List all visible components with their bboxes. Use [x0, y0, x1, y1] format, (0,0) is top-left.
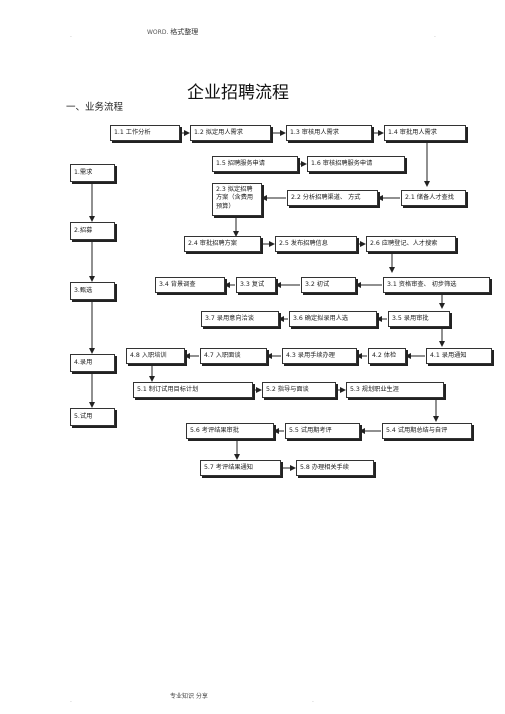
step-box-4-1: 4.1 录用通知	[426, 348, 492, 364]
step-box-5-7: 5.7 考评结果通知	[200, 460, 281, 476]
stage-label: 4.录用	[74, 358, 93, 366]
step-label: 5.2 指导与面谈	[266, 385, 309, 393]
step-box-2-1: 2.1 储备人才查找	[401, 190, 466, 206]
step-box-3-2: 3.2 初试	[301, 277, 356, 293]
step-box-4-2: 4.2 体检	[368, 348, 406, 364]
corner-dot-right: .	[434, 32, 436, 39]
stage-box-demand: 1.需求	[70, 164, 115, 182]
step-box-5-8: 5.8 办理相关手续	[296, 460, 374, 476]
stage-label: 2.招募	[74, 226, 93, 234]
step-label: 2.6 应聘登记、人才搜索	[370, 239, 438, 247]
step-label: 3.4 背景调查	[159, 280, 196, 288]
stage-box-hiring: 4.录用	[70, 354, 115, 372]
step-box-1-4: 1.4 审批用人需求	[384, 125, 466, 141]
step-label: 1.5 招聘服务申请	[216, 159, 265, 167]
step-box-1-5: 1.5 招聘服务申请	[212, 156, 298, 172]
step-label: 2.5 发布招聘信息	[279, 239, 328, 247]
step-label: 5.5 试用期考评	[289, 426, 332, 434]
step-box-5-1: 5.1 制订试用目标计划	[133, 382, 253, 398]
page-header: WORD. 格式整理	[147, 27, 198, 37]
step-label: 4.8 入职培训	[130, 351, 167, 359]
step-label: 4.2 体检	[372, 351, 397, 359]
step-box-1-2: 1.2 拟定用人需求	[190, 125, 271, 141]
page-title: 企业招聘流程	[187, 83, 289, 103]
step-label: 3.6 确定拟录用人选	[293, 314, 349, 322]
step-label: 1.1 工作分析	[114, 128, 151, 136]
stage-label: 1.需求	[74, 168, 93, 176]
step-label: 1.6 审核招聘服务申请	[311, 159, 373, 167]
step-label: 1.2 拟定用人需求	[194, 128, 243, 136]
step-box-1-3: 1.3 审核用人需求	[286, 125, 372, 141]
step-label: 5.7 考评结果通知	[204, 463, 253, 471]
step-box-3-1: 3.1 资格审查、 初步筛选	[383, 277, 490, 293]
step-label: 2.1 储备人才查找	[405, 193, 454, 201]
step-box-5-5: 5.5 试用期考评	[285, 423, 360, 439]
step-box-4-3: 4.3 录用手续办理	[282, 348, 357, 364]
step-label: 2.3 拟定招聘方案（含费用预算）	[216, 186, 254, 210]
step-label: 3.2 初试	[305, 280, 330, 288]
step-box-2-2: 2.2 分析招聘渠道、 方式	[287, 190, 378, 206]
header-prefix: WORD.	[147, 29, 169, 36]
step-box-3-7: 3.7 录用意向洽谈	[201, 311, 279, 327]
step-box-3-6: 3.6 确定拟录用人选	[289, 311, 377, 327]
step-label: 4.1 录用通知	[430, 351, 467, 359]
step-label: 5.3 规划职业生涯	[350, 385, 399, 393]
footer-dot-right: .	[312, 697, 314, 704]
step-label: 5.1 制订试用目标计划	[137, 385, 199, 393]
step-label: 2.4 审批招聘方案	[188, 239, 237, 247]
step-label: 3.5 录用审批	[392, 314, 429, 322]
step-label: 2.2 分析招聘渠道、 方式	[291, 193, 361, 201]
step-label: 5.8 办理相关手续	[300, 463, 349, 471]
step-box-2-3: 2.3 拟定招聘方案（含费用预算）	[212, 183, 262, 216]
step-label: 3.3 复试	[240, 280, 265, 288]
step-box-5-3: 5.3 规划职业生涯	[346, 382, 444, 398]
step-label: 4.3 录用手续办理	[286, 351, 335, 359]
step-label: 4.7 入职面谈	[204, 351, 241, 359]
step-box-2-4: 2.4 审批招聘方案	[184, 236, 261, 252]
step-box-1-1: 1.1 工作分析	[110, 125, 180, 141]
step-label: 1.4 审批用人需求	[388, 128, 437, 136]
stage-label: 3.甄选	[74, 286, 93, 294]
section-heading: 一、业务流程	[66, 102, 124, 113]
stage-label: 5.试用	[74, 412, 93, 420]
step-label: 3.7 录用意向洽谈	[205, 314, 254, 322]
step-box-5-6: 5.6 考评结果审批	[186, 423, 274, 439]
step-box-5-4: 5.4 试用期总结与自评	[382, 423, 472, 439]
step-box-2-5: 2.5 发布招聘信息	[275, 236, 357, 252]
step-box-2-6: 2.6 应聘登记、人才搜索	[366, 236, 456, 252]
step-box-4-8: 4.8 入职培训	[126, 348, 185, 364]
step-label: 5.4 试用期总结与自评	[386, 426, 448, 434]
step-box-3-5: 3.5 录用审批	[388, 311, 450, 327]
page-footer: 专业知识 分享	[170, 693, 208, 700]
step-label: 5.6 考评结果审批	[190, 426, 239, 434]
step-box-4-7: 4.7 入职面谈	[200, 348, 267, 364]
step-label: 1.3 审核用人需求	[290, 128, 339, 136]
header-label: 格式整理	[170, 28, 199, 36]
step-box-3-3: 3.3 复试	[236, 277, 276, 293]
stage-box-recruit: 2.招募	[70, 222, 115, 240]
step-box-1-6: 1.6 审核招聘服务申请	[307, 156, 405, 172]
footer-dot-left: .	[70, 697, 72, 704]
step-box-5-2: 5.2 指导与面谈	[262, 382, 336, 398]
stage-box-probation: 5.试用	[70, 408, 115, 426]
stage-box-screening: 3.甄选	[70, 282, 115, 300]
step-label: 3.1 资格审查、 初步筛选	[387, 280, 457, 288]
step-box-3-4: 3.4 背景调查	[155, 277, 225, 293]
corner-dot-left: .	[70, 32, 72, 39]
